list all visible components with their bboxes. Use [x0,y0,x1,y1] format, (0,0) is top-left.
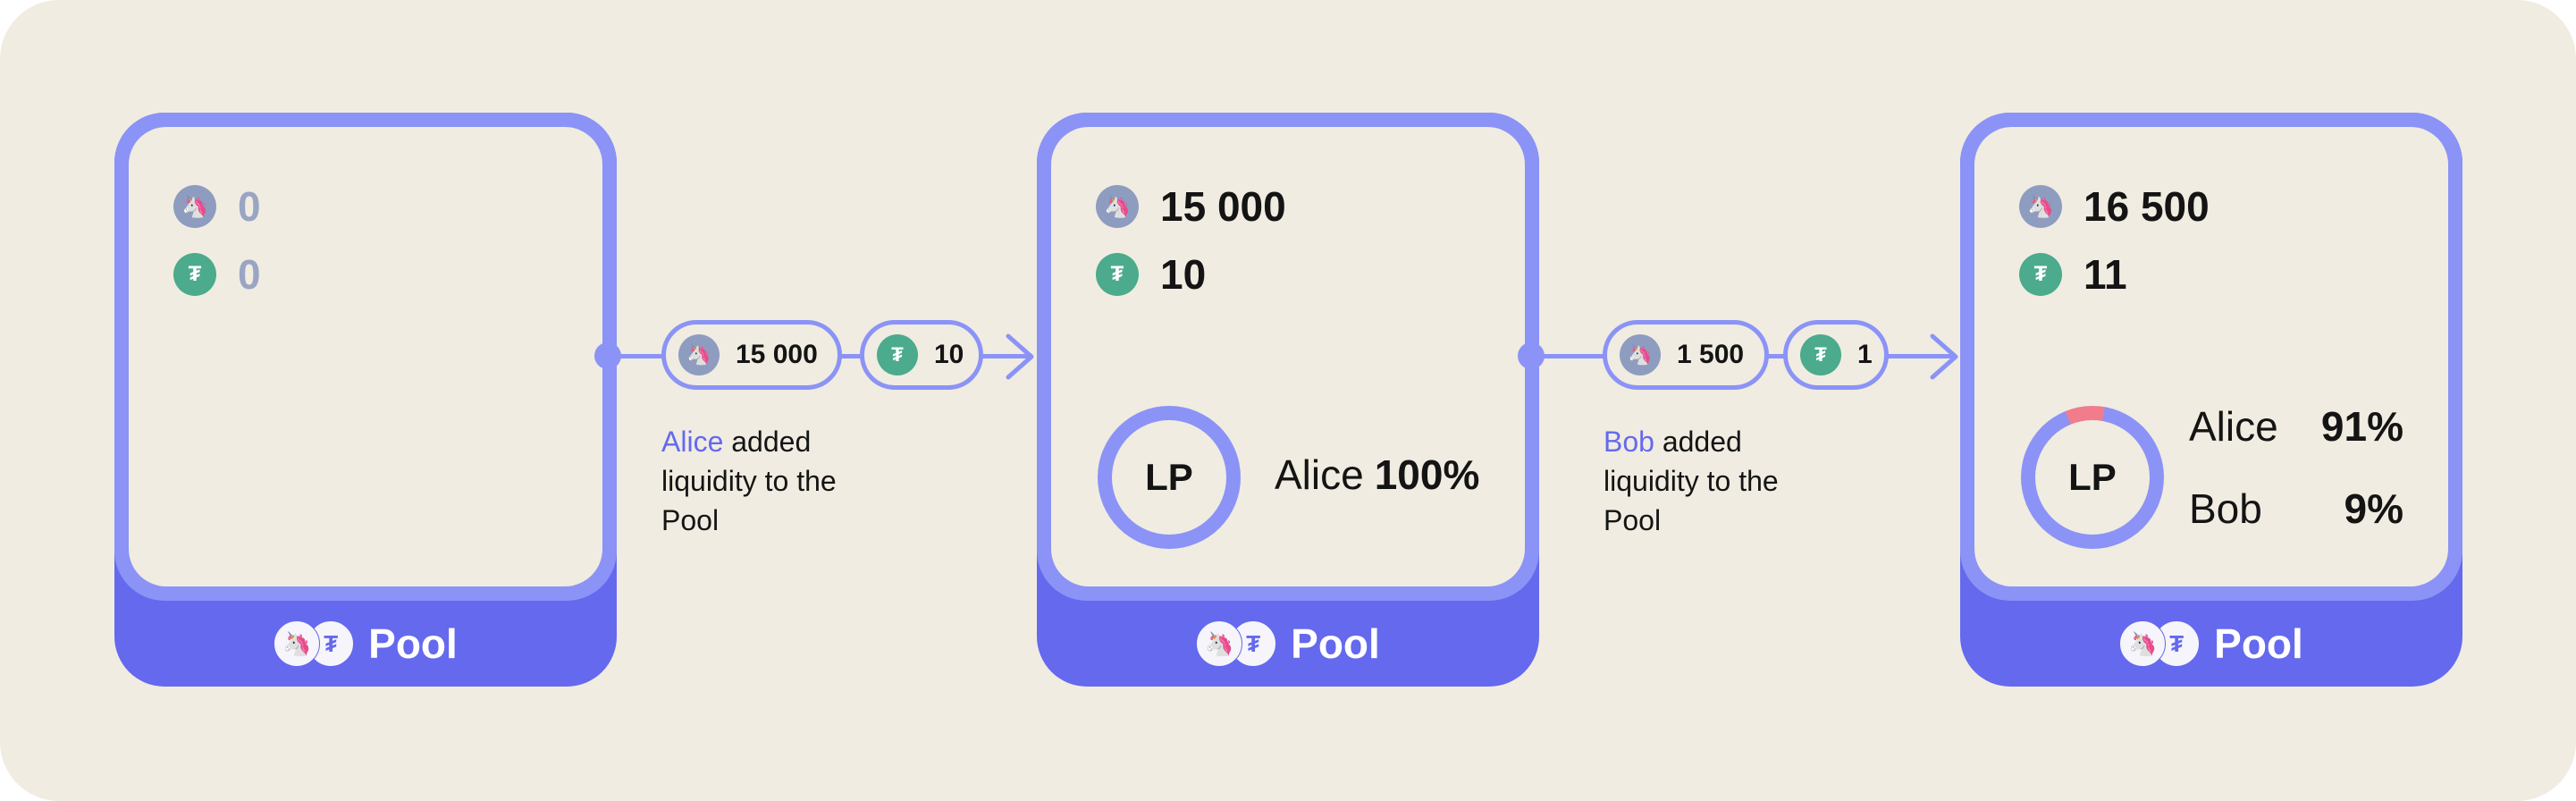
pool-footer: 🦄 ₮ Pool [1960,601,2462,687]
lp-share-ring: LP [1098,406,1241,549]
unicorn-coin-icon: 🦄 [678,334,720,375]
arrow-right-icon [1930,333,1958,380]
transfer-amount-a: 15 000 [736,340,818,369]
token-a-amount: 16 500 [2084,183,2210,230]
transfer-pill-token-a: 🦄 15 000 [661,320,842,390]
tether-coin-icon: ₮ [2019,253,2062,296]
arrow-right-icon [1006,333,1034,380]
caption-actor: Bob [1604,426,1654,458]
pool-card-initial: 🦄 0 ₮ 0 🦄 ₮ Pool [114,113,617,687]
caption-line-3: Pool [1604,504,1662,536]
tether-coin-icon: ₮ [1096,253,1139,296]
pool-contents: 🦄 0 ₮ 0 [129,127,602,586]
token-a-row: 🦄 0 [173,182,261,231]
pool-label: Pool [1291,620,1380,667]
pool-contents: 🦄 16 500 ₮ 11 LP Alice 91% Bob 9% [1974,127,2448,586]
pool-card-after-alice: 🦄 15 000 ₮ 10 LP Alice 100% 🦄 ₮ [1037,113,1539,687]
tether-coin-icon: ₮ [173,253,216,296]
holder-name: Alice [1275,451,1364,498]
tether-coin-icon: ₮ [1800,334,1841,375]
pool-frame: 🦄 0 ₮ 0 [114,113,617,601]
unicorn-logo-icon: 🦄 [1196,620,1243,667]
holder-name: Alice [2189,403,2278,450]
tether-coin-icon: ₮ [877,334,918,375]
caption-actor: Alice [661,426,724,458]
token-b-amount: 0 [238,251,261,298]
transfer-caption: Bob added liquidity to the Pool [1604,422,1779,540]
pool-frame: 🦄 16 500 ₮ 11 LP Alice 91% Bob 9% [1960,113,2462,601]
token-b-row: ₮ 0 [173,250,261,299]
pool-footer: 🦄 ₮ Pool [114,601,617,687]
caption-line-3: Pool [661,504,720,536]
pool-logo-icon: 🦄 ₮ [274,620,356,667]
unicorn-coin-icon: 🦄 [173,185,216,228]
token-a-row: 🦄 16 500 [2019,182,2210,231]
pool-frame: 🦄 15 000 ₮ 10 LP Alice 100% [1037,113,1539,601]
token-a-amount: 0 [238,183,261,230]
token-b-row: ₮ 11 [2019,250,2127,299]
lp-holder-bob: Bob 9% [2189,485,2403,533]
caption-line-1: Bob added [1604,422,1779,461]
transfer-amount-b: 1 [1857,340,1873,369]
caption-line-1: Alice added [661,422,837,461]
caption-line-2: liquidity to the [661,465,837,497]
holder-name: Bob [2189,485,2262,532]
unicorn-coin-icon: 🦄 [1096,185,1139,228]
pool-footer: 🦄 ₮ Pool [1037,601,1539,687]
pool-label: Pool [368,620,458,667]
transfer-caption: Alice added liquidity to the Pool [661,422,837,540]
transfer-pill-token-b: ₮ 10 [860,320,983,390]
unicorn-logo-icon: 🦄 [2119,620,2167,667]
pool-card-after-bob: 🦄 16 500 ₮ 11 LP Alice 91% Bob 9% [1960,113,2462,687]
lp-label: LP [1112,420,1226,535]
token-b-row: ₮ 10 [1096,250,1206,299]
unicorn-coin-icon: 🦄 [1620,334,1661,375]
caption-rest: added [1654,426,1742,458]
unicorn-logo-icon: 🦄 [274,620,321,667]
pool-logo-icon: 🦄 ₮ [1196,620,1278,667]
holder-share: 100% [1374,451,1480,498]
token-a-row: 🦄 15 000 [1096,182,1286,231]
pool-logo-icon: 🦄 ₮ [2119,620,2201,667]
pool-label: Pool [2214,620,2303,667]
holder-share: 91% [2320,403,2403,450]
token-b-amount: 11 [2084,251,2127,298]
lp-label: LP [2035,420,2150,535]
pool-contents: 🦄 15 000 ₮ 10 LP Alice 100% [1051,127,1525,586]
unicorn-coin-icon: 🦄 [2019,185,2062,228]
transfer-pill-token-b: ₮ 1 [1783,320,1889,390]
transfer-amount-a: 1 500 [1677,340,1745,369]
transfer-amount-b: 10 [934,340,964,369]
token-a-amount: 15 000 [1160,183,1286,230]
lp-holder-alice: Alice 91% [2189,402,2403,451]
transfer-pill-token-a: 🦄 1 500 [1603,320,1769,390]
lp-share-ring: LP [2021,406,2164,549]
token-b-amount: 10 [1160,251,1207,298]
holder-share: 9% [2344,485,2403,532]
caption-rest: added [723,426,812,458]
caption-line-2: liquidity to the [1604,465,1779,497]
lp-holder-alice: Alice 100% [1275,451,1479,499]
